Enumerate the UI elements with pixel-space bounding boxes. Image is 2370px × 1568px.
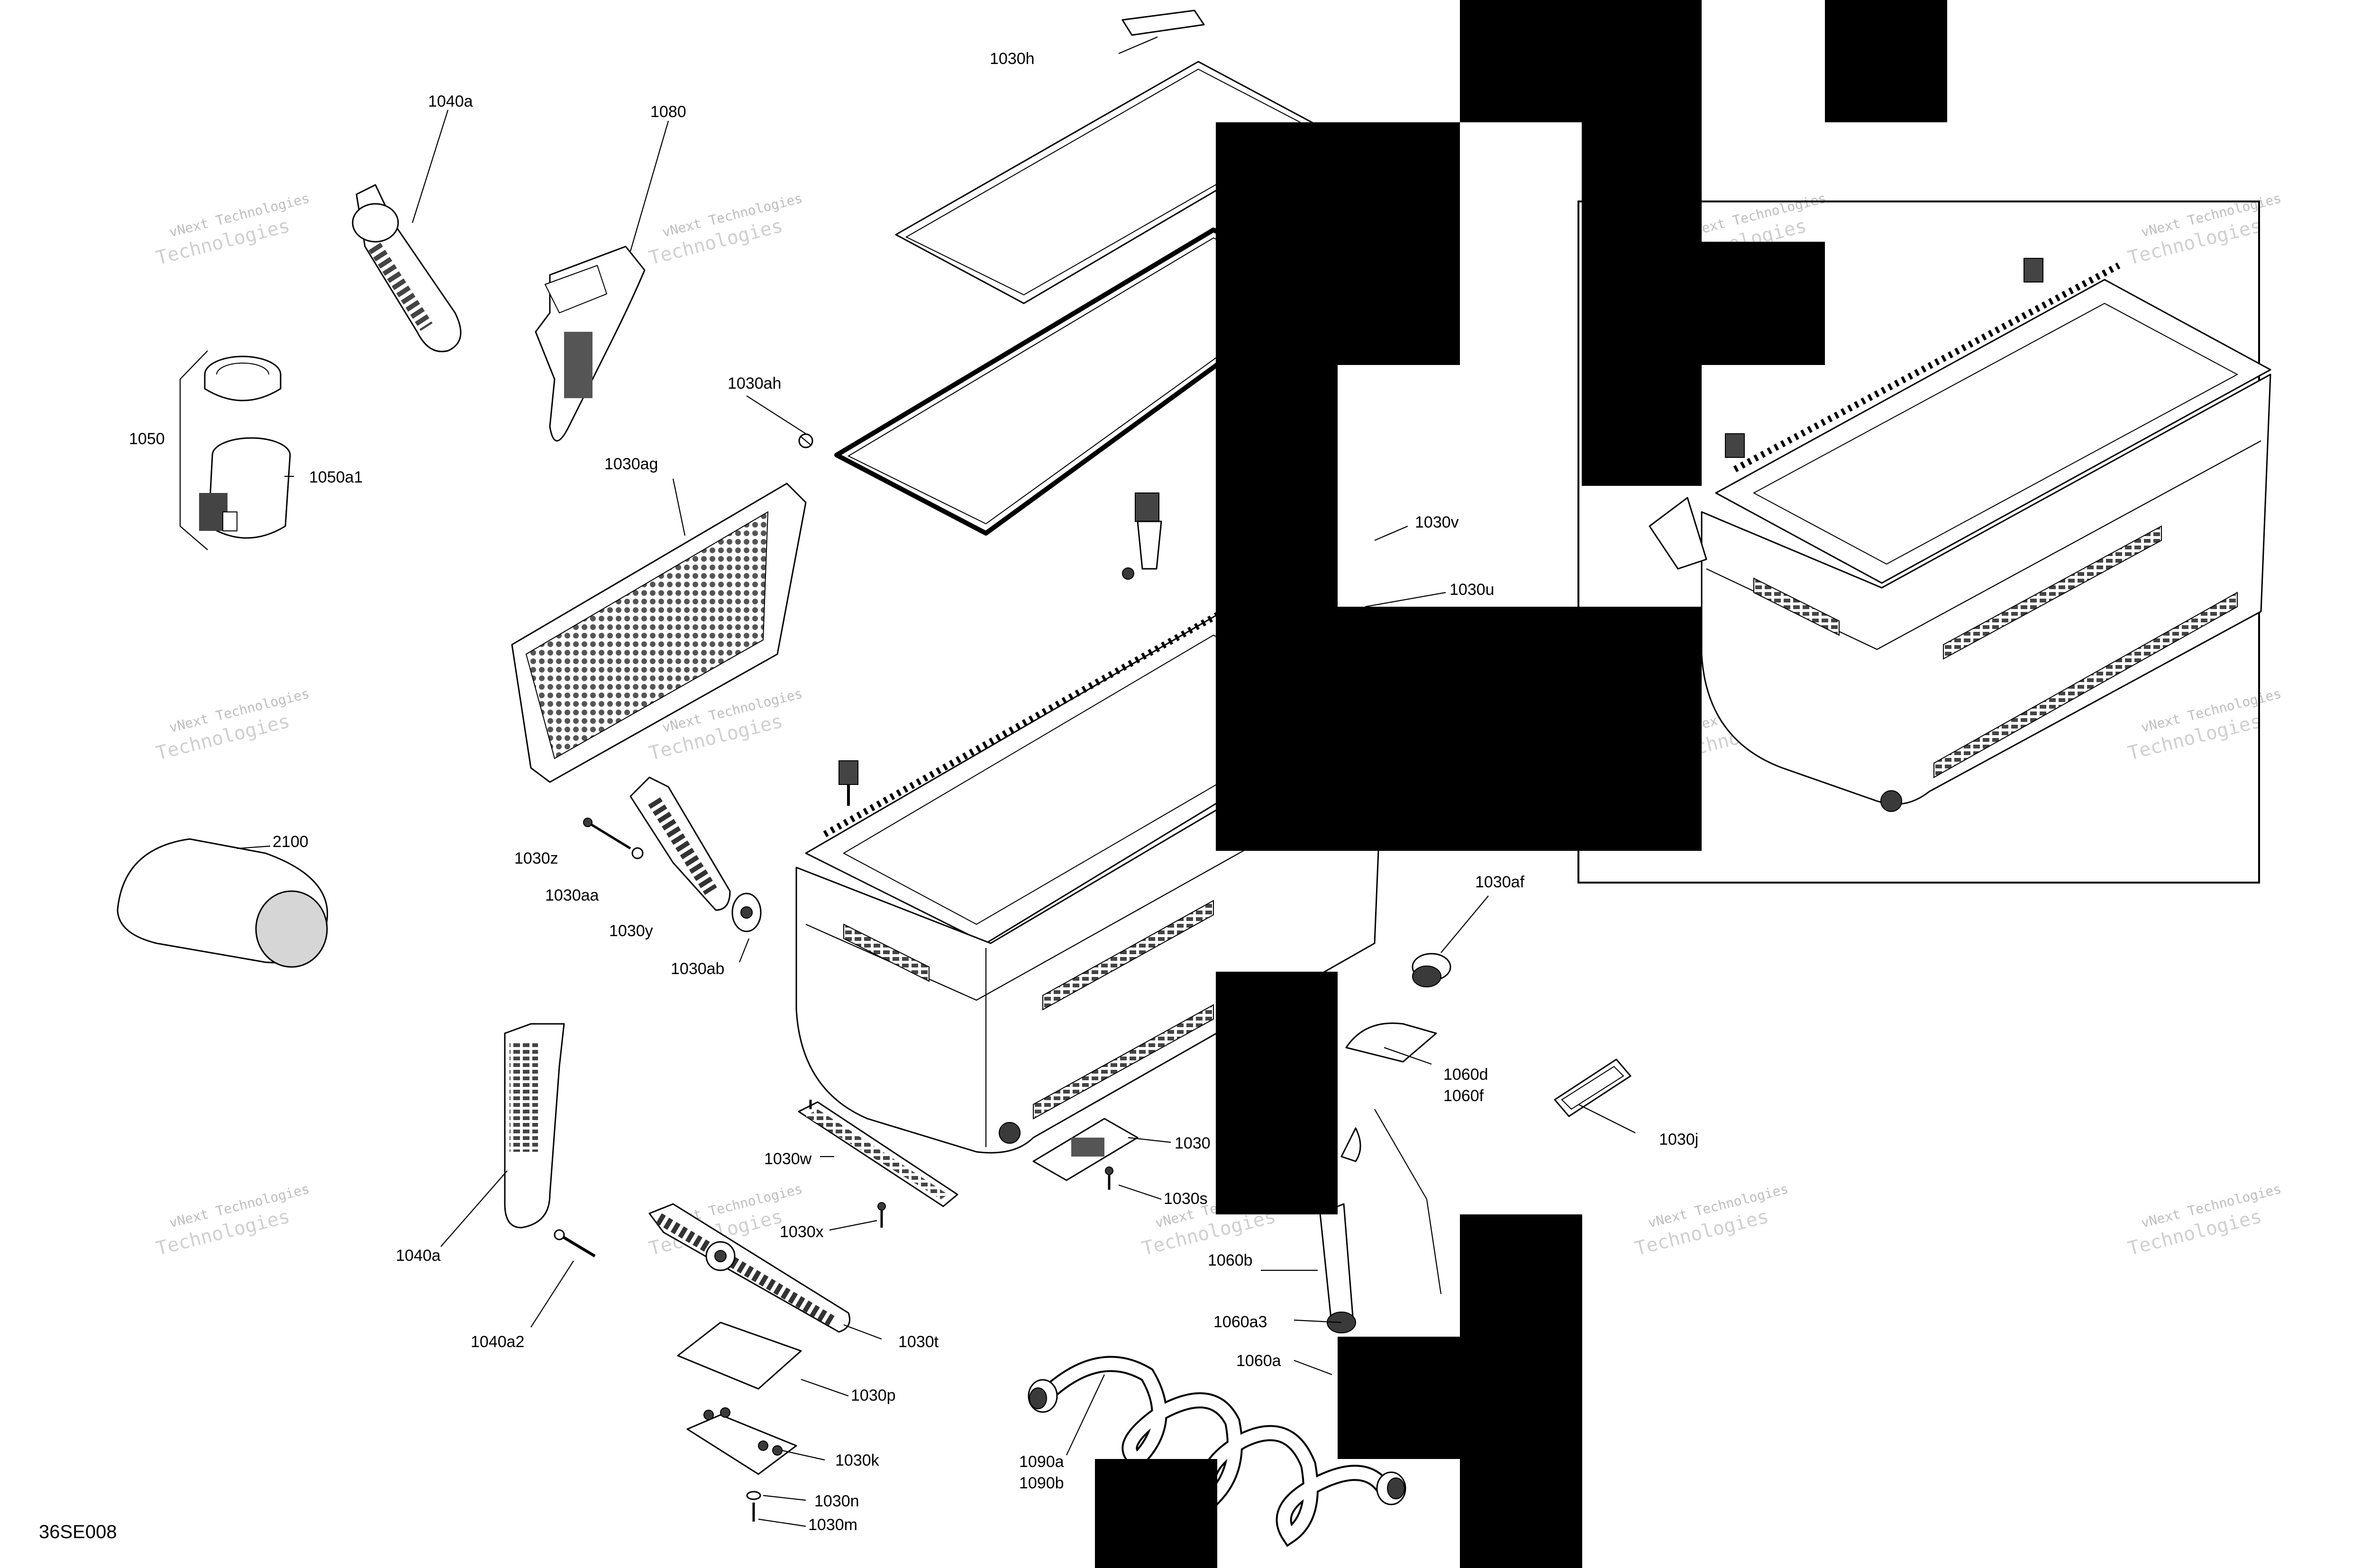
callout-1060a: 1060a bbox=[1236, 1352, 1281, 1370]
part-1050-bracket-outline bbox=[179, 350, 208, 550]
part-1030-latch-plate bbox=[1032, 1118, 1139, 1181]
part-1030x-screw bbox=[877, 1202, 886, 1228]
redaction-block bbox=[1582, 242, 1825, 365]
callout-1060a3: 1060a3 bbox=[1213, 1313, 1267, 1331]
part-2100-cover bbox=[117, 838, 328, 968]
part-lid-seal bbox=[834, 228, 1330, 536]
redaction-block bbox=[1582, 365, 1702, 486]
callout-1030p: 1030p bbox=[851, 1386, 896, 1404]
redaction-block bbox=[1216, 365, 1338, 851]
callout-1030h: 1030h bbox=[990, 50, 1035, 68]
part-1040a-top-handle bbox=[352, 184, 462, 353]
callout-1030y: 1030y bbox=[609, 922, 653, 940]
redaction-block bbox=[1582, 122, 1702, 242]
callout-1080: 1080 bbox=[650, 103, 686, 121]
callout-1050: 1050 bbox=[129, 430, 165, 448]
callout-1090b: 1090b bbox=[1019, 1474, 1064, 1492]
part-1080-bracket bbox=[535, 246, 646, 442]
part-1030aa-washer bbox=[631, 847, 644, 859]
callout-1090a: 1090a bbox=[1019, 1453, 1064, 1471]
callout-1060b: 1060b bbox=[1208, 1251, 1253, 1269]
part-lid-latch-assembly bbox=[1122, 492, 1162, 580]
redaction-block bbox=[1460, 0, 1702, 122]
part-1030ag-door-panel bbox=[511, 483, 807, 783]
leader-lines bbox=[237, 36, 1636, 1527]
part-1030n-washer bbox=[746, 1491, 761, 1500]
part-1040a-bottom-handle bbox=[504, 1023, 565, 1229]
callout-1030w: 1030w bbox=[764, 1150, 812, 1168]
part-1050a1-sleeve bbox=[199, 437, 291, 539]
redaction-block bbox=[1216, 122, 1460, 365]
callout-1030j: 1030j bbox=[1659, 1130, 1698, 1149]
redaction-block bbox=[1095, 1459, 1217, 1568]
callout-1030x: 1030x bbox=[780, 1223, 824, 1241]
part-1030af-grommet bbox=[1412, 953, 1451, 987]
callout-1040a2: 1040a2 bbox=[471, 1333, 524, 1351]
callout-1030v: 1030v bbox=[1415, 513, 1459, 531]
callout-1060f: 1060f bbox=[1443, 1087, 1484, 1105]
leader-line-extra bbox=[1374, 1109, 1442, 1295]
callout-1030m: 1030m bbox=[808, 1516, 857, 1534]
callout-1040a-top: 1040a bbox=[428, 92, 473, 110]
redaction-block bbox=[1216, 972, 1338, 1214]
callout-1030u: 1030u bbox=[1449, 581, 1495, 599]
part-1030p-plate bbox=[677, 1322, 802, 1390]
part-1030w-rail bbox=[798, 1100, 958, 1207]
part-1030z-screw bbox=[583, 818, 631, 850]
callout-1030af: 1030af bbox=[1475, 873, 1525, 891]
callout-1030ab: 1030ab bbox=[671, 960, 724, 978]
part-1030s-screw bbox=[1105, 1167, 1113, 1190]
drawing-id: 36SE008 bbox=[39, 1522, 117, 1542]
callout-labels: 1030h 1040a 1080 1050 1050a1 1030ah 1030… bbox=[39, 50, 1698, 1542]
callout-1030t: 1030t bbox=[898, 1333, 939, 1351]
callout-1030ag: 1030ag bbox=[604, 455, 658, 473]
part-1040a2-pin bbox=[554, 1229, 596, 1258]
part-1030ab-round-latch bbox=[731, 893, 762, 932]
callout-1050a1: 1050a1 bbox=[309, 468, 363, 486]
part-1050-ring bbox=[204, 356, 282, 401]
redaction-blocks bbox=[1095, 0, 1947, 1568]
redaction-block bbox=[1338, 607, 1702, 851]
callout-1040a-bottom: 1040a bbox=[396, 1247, 441, 1265]
part-1030j-label bbox=[1554, 1058, 1632, 1117]
callout-1030aa: 1030aa bbox=[545, 886, 599, 904]
redaction-block bbox=[1338, 1337, 1460, 1459]
redaction-block bbox=[1460, 1214, 1582, 1568]
redaction-block bbox=[1825, 0, 1947, 122]
callout-1030z: 1030z bbox=[514, 849, 558, 867]
inset-assembled-view bbox=[1577, 201, 2271, 884]
part-1060d-sticker bbox=[1345, 1022, 1437, 1063]
callout-1030ah: 1030ah bbox=[728, 374, 781, 392]
callout-1030k: 1030k bbox=[835, 1451, 880, 1469]
callout-1030-mid: 1030 bbox=[1175, 1134, 1211, 1152]
callout-1030n: 1030n bbox=[814, 1492, 859, 1510]
part-1030ah-screw bbox=[798, 433, 813, 448]
callout-1030s: 1030s bbox=[1164, 1190, 1208, 1208]
part-1030t-strap bbox=[648, 1203, 850, 1333]
part-1030h-label-plate bbox=[1121, 9, 1205, 36]
part-1030k-bracket bbox=[686, 1407, 797, 1475]
callout-1060d: 1060d bbox=[1443, 1066, 1488, 1084]
callout-2100: 2100 bbox=[273, 833, 309, 851]
part-1030y-latch bbox=[629, 776, 731, 911]
